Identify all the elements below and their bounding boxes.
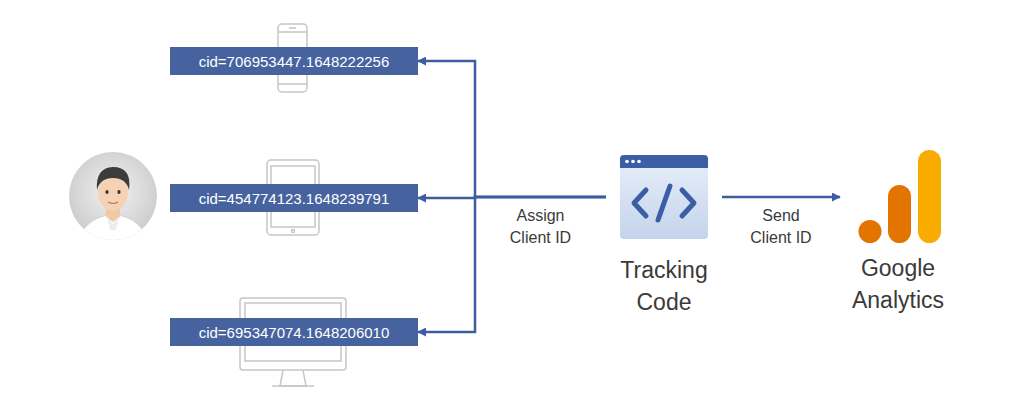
client-id-text: cid=454774123.1648239791	[199, 190, 390, 207]
code-window-icon	[620, 155, 708, 239]
edge-label: Assign Client ID	[499, 205, 583, 248]
edge-label: Send Client ID	[739, 205, 823, 248]
analytics-logo	[859, 150, 942, 243]
person-avatar	[69, 152, 157, 245]
icon-node: Tracking Code	[606, 150, 722, 318]
client-id-text: cid=695347074.1648206010	[199, 324, 390, 341]
client-id-band: cid=706953447.1648222256	[170, 47, 418, 75]
node-label: Tracking Code	[606, 254, 722, 318]
arrow-connector	[418, 197, 606, 332]
arrow-connector	[418, 61, 606, 197]
node-label: Google Analytics	[840, 252, 956, 316]
client-id-band: cid=695347074.1648206010	[170, 318, 418, 346]
arrow-connector	[722, 196, 840, 199]
client-id-band: cid=454774123.1648239791	[170, 184, 418, 212]
client-id-text: cid=706953447.1648222256	[199, 53, 390, 70]
icon-node: Google Analytics	[840, 148, 956, 316]
